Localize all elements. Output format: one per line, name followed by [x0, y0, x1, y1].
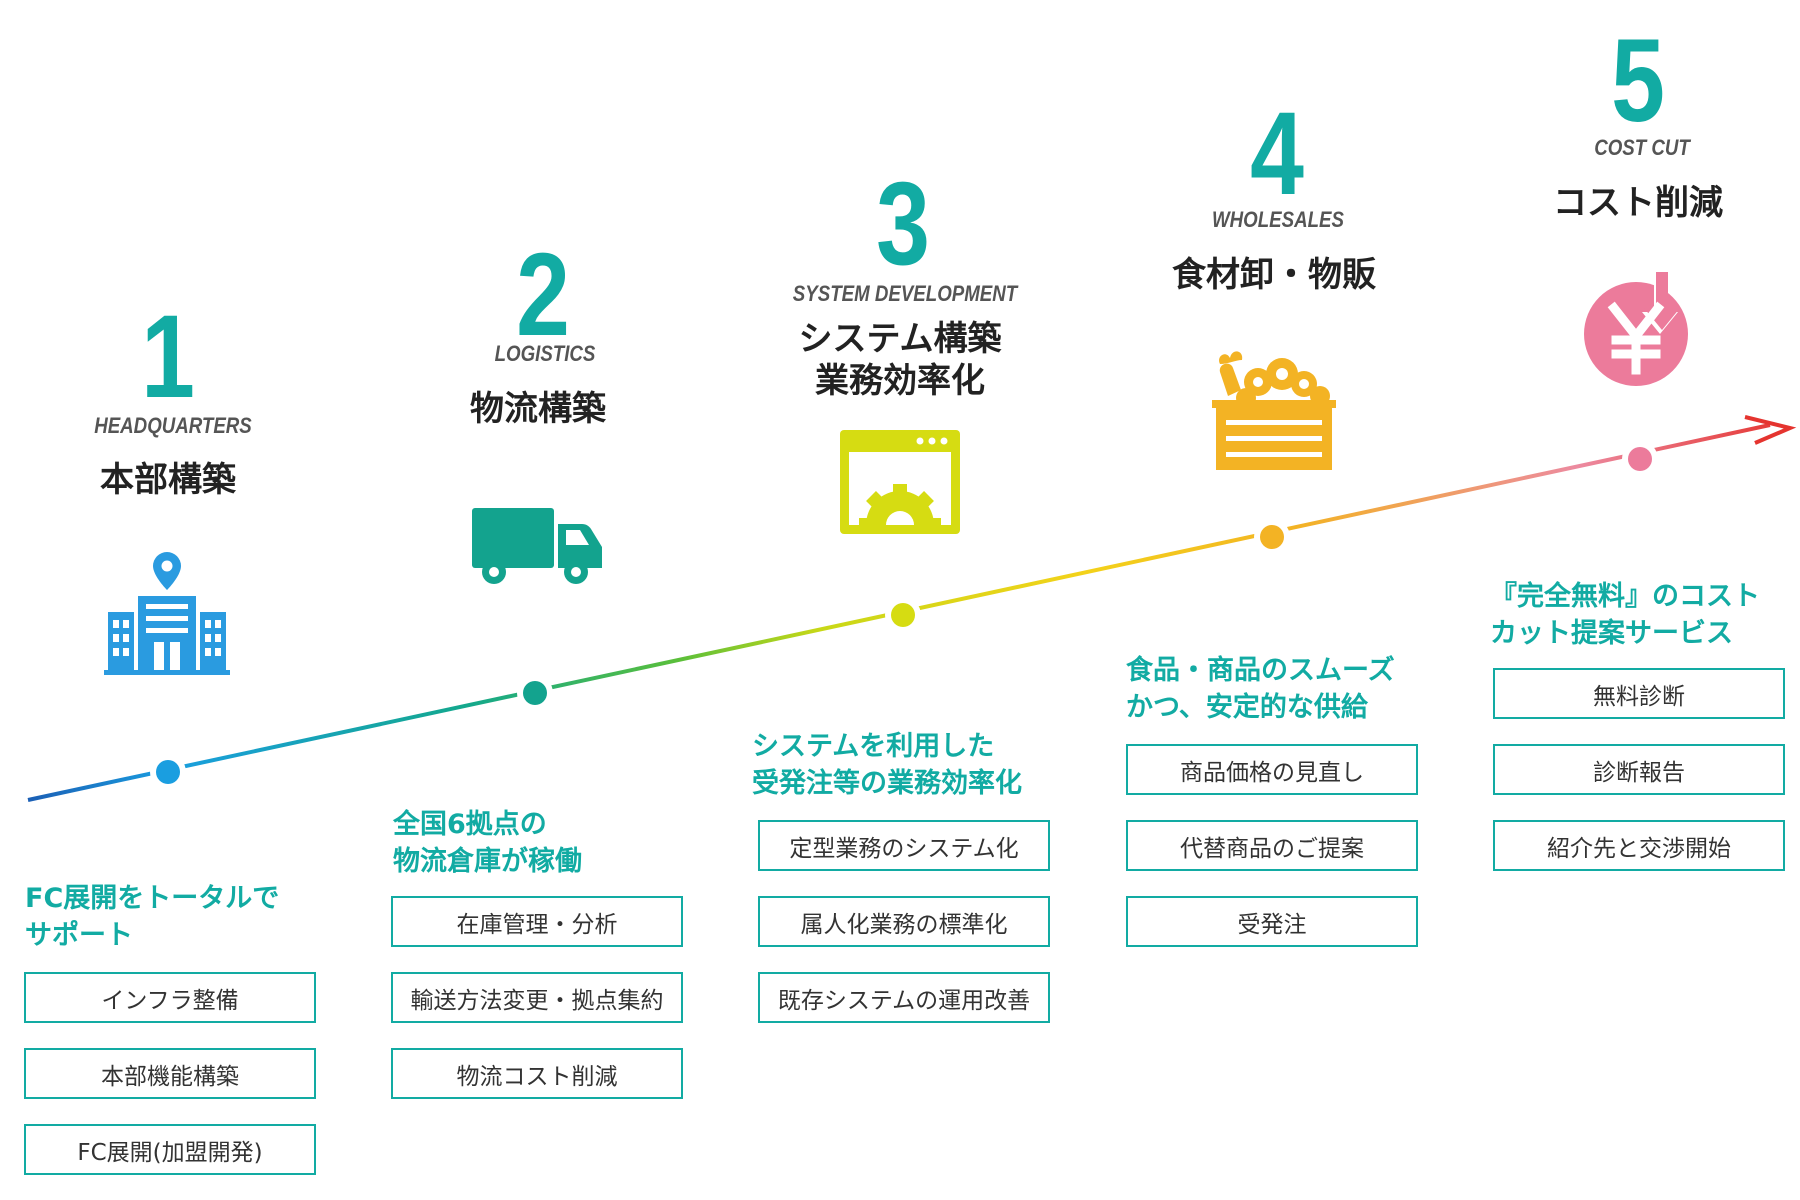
timeline-dot-5 — [1628, 447, 1652, 471]
step-2-english-title: LOGISTICS — [494, 341, 596, 366]
step-1-english-title: HEADQUARTERS — [94, 413, 252, 438]
vegetable-crate-icon — [1212, 351, 1336, 470]
step-3-japanese-title: システム構築 業務効率化 — [798, 319, 1002, 401]
step-1-item-1: インフラ整備 — [24, 972, 316, 1023]
timeline-dot-2 — [523, 681, 547, 705]
step-1-item-3: FC展開(加盟開発) — [24, 1124, 316, 1175]
step-3-heading: システムを利用した 受発注等の業務効率化 — [752, 731, 1022, 799]
step-5-item-2: 診断報告 — [1493, 744, 1785, 795]
step-2-heading: 全国6拠点の 物流倉庫が稼働 — [393, 809, 582, 877]
office-building-location-icon — [104, 552, 230, 675]
step-4-number: 4 — [1250, 88, 1304, 220]
step-5-item-3: 紹介先と交渉開始 — [1493, 820, 1785, 871]
step-3-item-1: 定型業務のシステム化 — [758, 820, 1050, 871]
timeline-dot-1 — [156, 760, 180, 784]
step-3-item-3: 既存システムの運用改善 — [758, 972, 1050, 1023]
step-4-item-3: 受発注 — [1126, 896, 1418, 947]
step-2-item-3: 物流コスト削減 — [391, 1048, 683, 1099]
step-5-english-title: COST CUT — [1594, 135, 1690, 160]
step-4-item-2: 代替商品のご提案 — [1126, 820, 1418, 871]
step-1-item-2: 本部機能構築 — [24, 1048, 316, 1099]
step-4-english-title: WHOLESALES — [1212, 207, 1344, 232]
step-3-item-2: 属人化業務の標準化 — [758, 896, 1050, 947]
browser-gear-icon — [840, 430, 960, 534]
step-2-item-2: 輸送方法変更・拠点集約 — [391, 972, 683, 1023]
arrow-head-icon — [1744, 415, 1797, 445]
step-3-number: 3 — [876, 158, 930, 290]
step-2-item-1: 在庫管理・分析 — [391, 896, 683, 947]
step-5-japanese-title: コスト削減 — [1553, 183, 1723, 223]
step-5-number: 5 — [1611, 15, 1665, 147]
timeline-dot-3 — [891, 603, 915, 627]
step-1-heading: FC展開をトータルで サポート — [25, 883, 280, 951]
yen-down-arrow-icon — [1584, 272, 1688, 386]
delivery-truck-icon — [472, 508, 602, 584]
step-2-japanese-title: 物流構築 — [470, 389, 606, 429]
step-1-japanese-title: 本部構築 — [100, 460, 236, 500]
timeline-dot-4 — [1260, 525, 1284, 549]
step-4-item-1: 商品価格の見直し — [1126, 744, 1418, 795]
step-4-japanese-title: 食材卸・物販 — [1172, 255, 1376, 295]
step-4-heading: 食品・商品のスムーズ かつ、安定的な供給 — [1126, 655, 1395, 723]
step-5-item-1: 無料診断 — [1493, 668, 1785, 719]
step-1-number: 1 — [141, 291, 195, 423]
step-5-heading: 『完全無料』のコスト カット提案サービス — [1490, 581, 1760, 649]
step-3-english-title: SYSTEM DEVELOPMENT — [792, 281, 1018, 306]
step-2-number: 2 — [516, 229, 570, 361]
